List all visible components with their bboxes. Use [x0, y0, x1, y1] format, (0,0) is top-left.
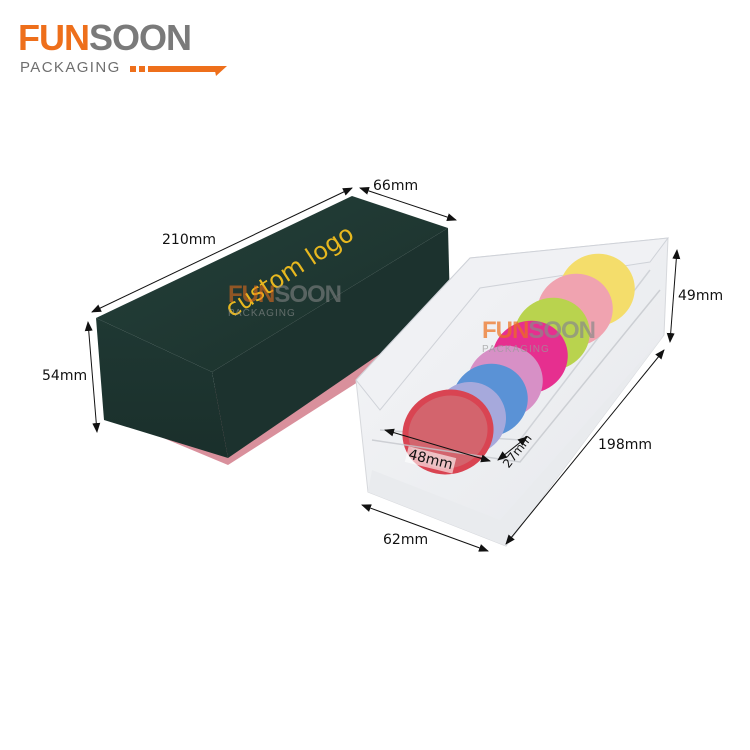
brand-name-gray: SOON: [89, 17, 192, 58]
watermark-tagline: PACKAGING: [482, 344, 550, 355]
label-box-length: 210mm: [162, 232, 216, 248]
arrow-icon: [130, 66, 227, 76]
brand-logo: FUNSOON PACKAGING: [18, 18, 228, 78]
watermark-name-orange: FUN: [228, 281, 275, 308]
watermark-name-gray: SOON: [528, 317, 596, 344]
watermark-tray: FUNSOON PACKAGING: [482, 317, 596, 356]
watermark-box: FUNSOON PACKAGING: [228, 281, 342, 320]
watermark-name-gray: SOON: [274, 281, 342, 308]
dimension-lines: [84, 187, 681, 552]
watermark-name-orange: FUN: [482, 317, 529, 344]
brand-name-orange: FUN: [18, 17, 90, 58]
watermark-tagline: PACKAGING: [228, 308, 296, 319]
brand-wordmark: FUNSOON: [18, 17, 192, 58]
label-tray-length: 198mm: [598, 437, 652, 453]
label-box-height: 54mm: [42, 368, 88, 384]
label-tray-height: 49mm: [678, 288, 724, 304]
brand-tagline: PACKAGING: [20, 59, 121, 76]
label-tray-width: 62mm: [383, 532, 429, 548]
label-box-width: 66mm: [373, 178, 419, 194]
